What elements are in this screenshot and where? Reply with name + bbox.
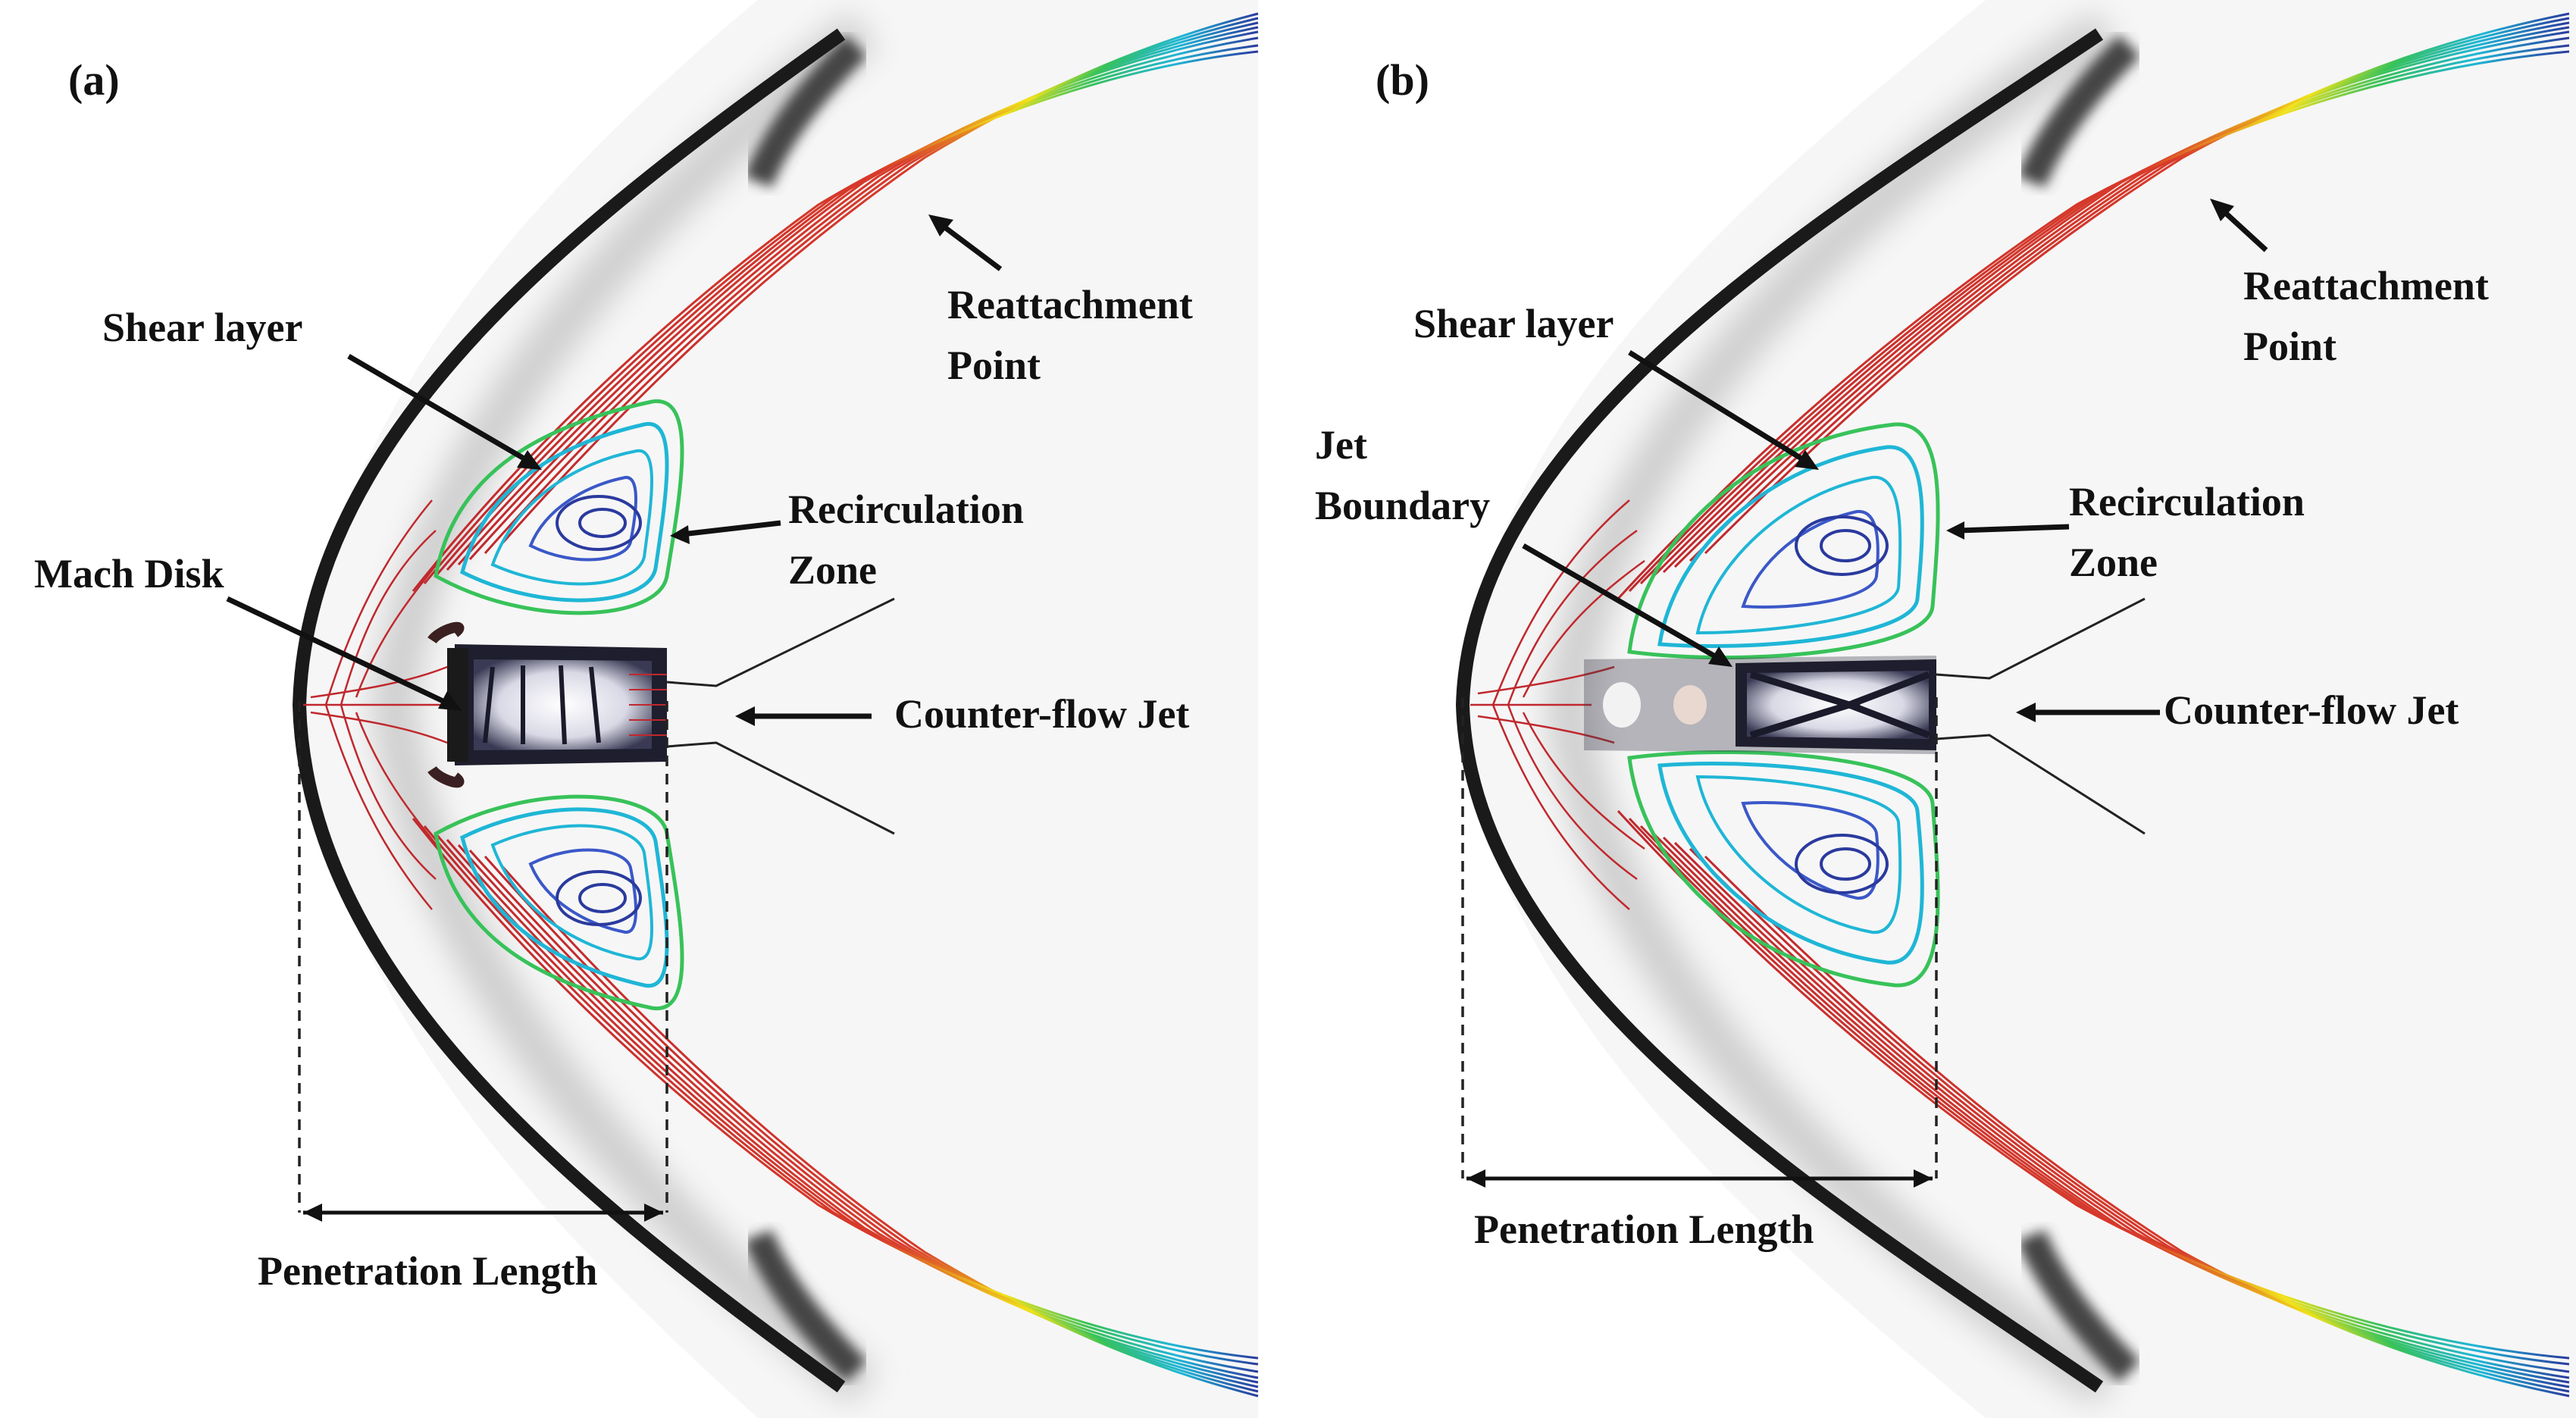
panel-a-label: (a) xyxy=(68,55,120,105)
panel-a-oblique-shock-upper xyxy=(743,34,868,188)
panel-b-label: (b) xyxy=(1376,55,1429,105)
panel-a-reattachment-label-1: Reattachment xyxy=(947,282,1193,327)
panel-a-recirculation-upper xyxy=(434,399,684,615)
panel-b-reattachment-label-2: Point xyxy=(2243,324,2337,369)
panel-a-penetration-length-label: Penetration Length xyxy=(258,1248,597,1294)
panel-b-recirculation-upper xyxy=(1627,422,1940,659)
panel-b-streamlines-lower xyxy=(1617,809,2570,1398)
panel-b-reattachment-label-1: Reattachment xyxy=(2243,263,2489,308)
panel-a-freestream xyxy=(0,0,758,1418)
panel-b-annotation-arrows xyxy=(1522,199,2268,722)
panel-a-recirculation-label-1: Recirculation xyxy=(788,487,1024,532)
panel-b-body-upper xyxy=(1936,597,2146,680)
panel-a-counter-flow-jet-label: Counter-flow Jet xyxy=(894,691,1189,737)
panel-a-dim-arrow-right xyxy=(644,1204,663,1222)
panel-b-oblique-shock-upper xyxy=(2017,34,2141,188)
panel-b-jet xyxy=(1584,656,1936,754)
panel-b-oblique-shock-lower xyxy=(2017,1229,2141,1383)
panel-b-penetration-length-label: Penetration Length xyxy=(1474,1207,1814,1252)
panel-b-recirculation-label-2: Zone xyxy=(2069,540,2158,585)
panel-b-red-streamlines xyxy=(1470,499,1645,910)
panel-a-body-lower xyxy=(666,741,895,835)
panel-a-streamlines-lower xyxy=(412,818,1259,1398)
panel-a-mach-disk-label: Mach Disk xyxy=(34,551,224,596)
panel-b: (b) Shear layer Reattachment Point Recir… xyxy=(1288,0,2576,1418)
panel-a-recirculation-lower xyxy=(434,794,684,1010)
panel-a-recirculation-label-2: Zone xyxy=(788,547,877,593)
panel-a-jet xyxy=(427,621,667,788)
panel-a-annotation-arrows xyxy=(226,214,1003,726)
panel-b-jet-boundary-label-1: Jet xyxy=(1315,422,1367,468)
panel-a-body-upper xyxy=(666,597,895,687)
panel-b-jet-boundary-label-2: Boundary xyxy=(1315,483,1490,528)
panel-a-red-streamlines xyxy=(303,499,455,910)
panel-a-streamlines-upper xyxy=(412,12,1259,592)
panel-b-recirculation-lower xyxy=(1627,750,1940,988)
panel-b-dim-arrow-left xyxy=(1466,1169,1485,1188)
panel-a: (a) Shear layer Reattachment Point Recir… xyxy=(0,0,1259,1418)
panel-b-body-lower xyxy=(1936,734,2146,835)
panel-b-streamlines-upper xyxy=(1617,12,2570,600)
panel-a-oblique-shock-lower xyxy=(743,1229,868,1383)
panel-b-shear-layer-label: Shear layer xyxy=(1413,301,1614,346)
panel-a-reattachment-label-2: Point xyxy=(947,343,1041,388)
panel-b-counter-flow-jet-label: Counter-flow Jet xyxy=(2164,687,2459,733)
panel-b-dim-arrow-right xyxy=(1914,1169,1933,1188)
panel-a-dim-arrow-left xyxy=(303,1204,322,1222)
panel-b-recirculation-label-1: Recirculation xyxy=(2069,479,2305,524)
panel-a-shear-layer-label: Shear layer xyxy=(102,305,302,350)
